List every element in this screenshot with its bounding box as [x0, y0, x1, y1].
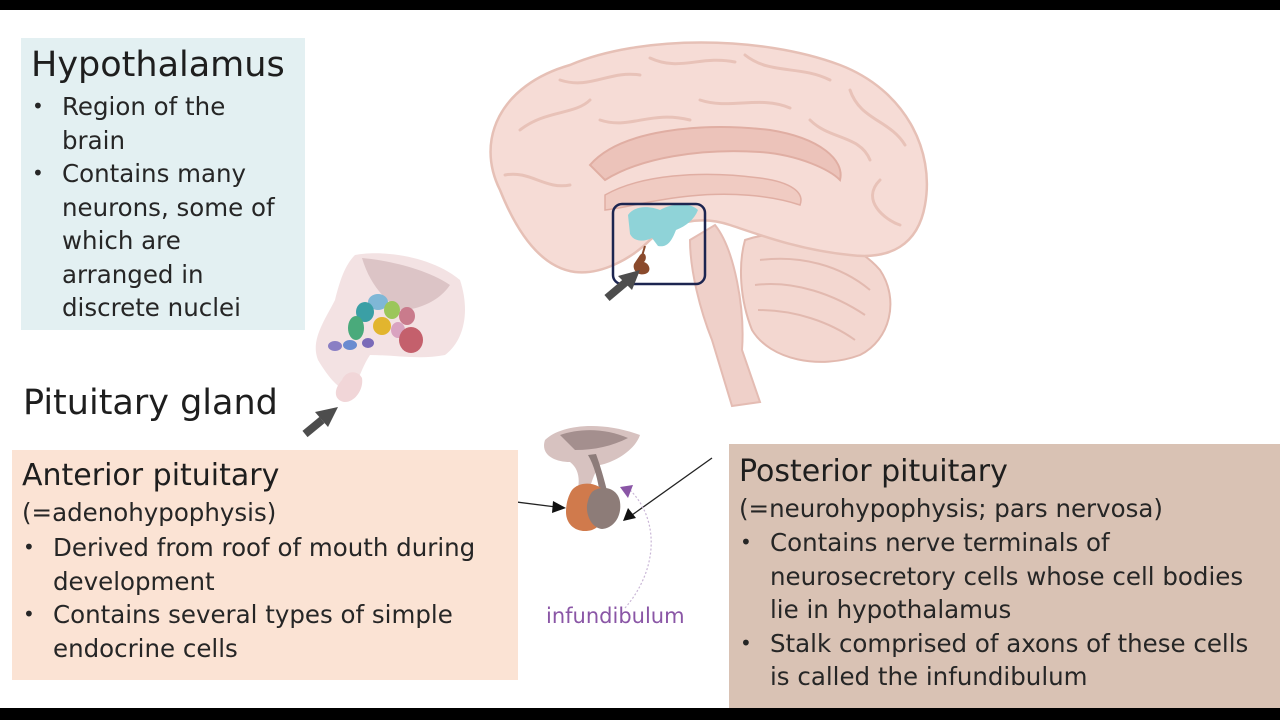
- infundibulum-stalk: [588, 454, 608, 495]
- anterior-subtitle: (=adenohypophysis): [22, 498, 277, 527]
- anterior-bullets: Derived from roof of mouth during develo…: [22, 531, 508, 665]
- corpus-callosum: [588, 126, 842, 182]
- anterior-pituitary-box: Anterior pituitary (=adenohypophysis) De…: [12, 450, 518, 680]
- pituitary-detail-illustration: [544, 425, 640, 532]
- pituitary-gland-label: Pituitary gland: [23, 383, 278, 423]
- posterior-title: Posterior pituitary: [739, 454, 1008, 489]
- pointer-arrow-2: [302, 407, 338, 438]
- bullet-item: Derived from roof of mouth during develo…: [22, 531, 508, 598]
- posterior-lobe: [586, 487, 621, 529]
- pointer-arrow-1: [604, 270, 640, 302]
- bullet-item: Contains nerve terminals of neurosecreto…: [739, 526, 1270, 627]
- posterior-pituitary-box: Posterior pituitary (=neurohypophysis; p…: [729, 444, 1280, 708]
- brain-illustration: [489, 41, 929, 408]
- bullet-item: Region of the brain: [31, 90, 295, 157]
- infundibulum-label: infundibulum: [546, 604, 685, 628]
- hypothalamus-bullets: Region of the brain Contains many neuron…: [31, 90, 295, 325]
- posterior-bullets: Contains nerve terminals of neurosecreto…: [739, 526, 1270, 694]
- bullet-item: Contains several types of simple endocri…: [22, 598, 508, 665]
- hypothalamus-nuclei-illustration: [315, 253, 465, 403]
- illustration-layer: [302, 41, 929, 609]
- slide: Hypothalamus Region of the brain Contain…: [0, 10, 1280, 708]
- cerebrum: [489, 41, 929, 274]
- anterior-title: Anterior pituitary: [22, 458, 280, 493]
- hypothalamus-box: Hypothalamus Region of the brain Contain…: [21, 38, 305, 330]
- posterior-subtitle: (=neurohypophysis; pars nervosa): [739, 494, 1163, 523]
- pituitary-in-brain: [633, 253, 650, 275]
- hypothalamus-region: [628, 204, 698, 247]
- bullet-item: Stalk comprised of axons of these cells …: [739, 627, 1270, 694]
- brainstem: [688, 223, 762, 408]
- highlight-frame: [611, 202, 707, 286]
- hypothalamus-title: Hypothalamus: [31, 45, 285, 85]
- bullet-item: Contains many neurons, some of which are…: [31, 157, 295, 325]
